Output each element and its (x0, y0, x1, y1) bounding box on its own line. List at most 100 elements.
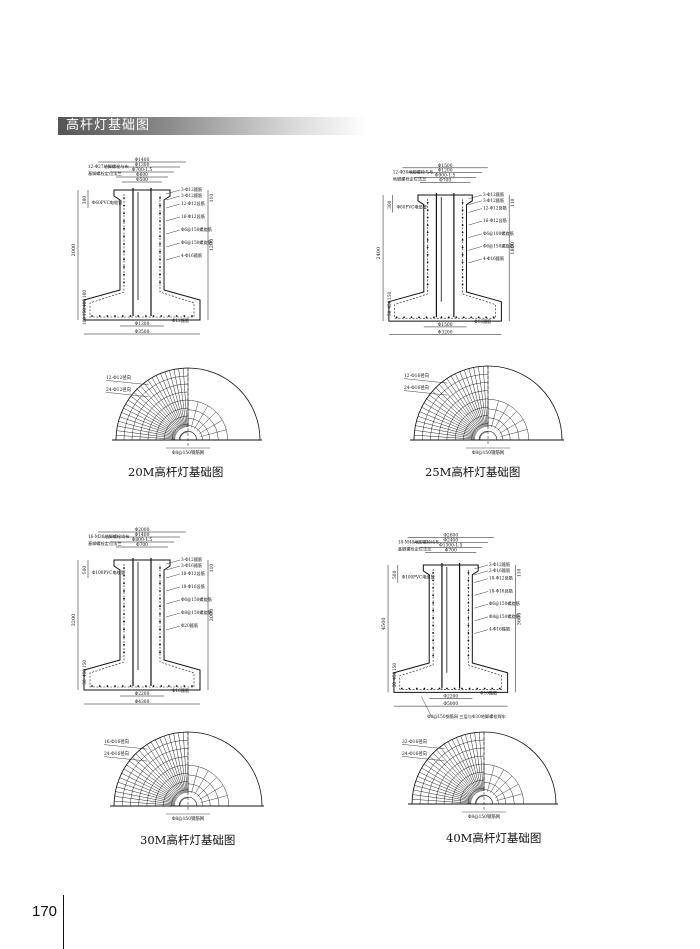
rebar-dot (123, 250, 125, 253)
rebar-dot (106, 315, 109, 317)
dim-left-label: 450 (392, 671, 397, 679)
rebar-label: 3-Φ12箍筋 (181, 556, 202, 563)
rebar-dot (433, 316, 435, 319)
plan-bottom-label: Φ8@150钢筋网 (472, 449, 505, 456)
rebar-dot (175, 685, 178, 687)
rebar-dot (426, 239, 429, 241)
rebar-cage (394, 198, 496, 319)
rebar-dot (467, 601, 470, 604)
leader-line (165, 216, 181, 222)
rebar-label: 18-Φ16竖筋 (181, 583, 205, 590)
dim-left-label: 500 (393, 570, 398, 579)
mesh-radial (114, 800, 175, 806)
rebar-dot (159, 582, 161, 585)
rebar-label: 18-Φ12竖筋 (489, 575, 513, 582)
leader-line (103, 756, 148, 762)
mesh-radial (414, 434, 475, 440)
rebar-dot (426, 268, 429, 271)
leader-line (468, 246, 483, 251)
mesh-radial (169, 370, 185, 428)
dim-right-main: 3600 (516, 613, 522, 626)
mesh-ring (179, 797, 189, 807)
leader-line (421, 696, 432, 717)
dim-left-main: 2400 (376, 247, 382, 260)
rebar-dot (159, 605, 161, 608)
dim-left-label: 500 (83, 566, 88, 575)
mesh-radial (417, 416, 476, 436)
plan-label: 12-Φ12径向 (106, 374, 131, 381)
foundation-outline (83, 559, 201, 691)
mesh-radial (130, 395, 178, 433)
mesh-radial (468, 368, 485, 428)
rebar-dot (461, 246, 464, 249)
leader-line (468, 208, 483, 213)
rebar-label: 3-Φ12箍筋 (181, 186, 202, 193)
rebar-dot (160, 315, 163, 317)
leader-line (165, 612, 181, 618)
leader-line (403, 378, 448, 384)
rebar-dot (461, 261, 464, 264)
conduit-label: Φ100PVC电缆管 (402, 574, 435, 581)
rebar-dot (467, 579, 470, 582)
leader-line (468, 233, 483, 238)
rebar-label: Φ8@150螺旋筋 (489, 613, 520, 620)
dim-top-label: Φ700-1.5 (132, 168, 153, 173)
mesh-radial (142, 747, 181, 796)
conduit-label: Φ100PVC电缆管 (92, 569, 125, 576)
mesh-radial (459, 371, 484, 428)
rebar-label: 12-Φ12竖筋 (483, 205, 507, 212)
elevation-20m: Φ1400Φ1300Φ700-1.5Φ600Φ50020003001004001… (71, 158, 215, 335)
rebar-dot (432, 617, 435, 619)
leader-line (105, 380, 149, 385)
leader-line (468, 220, 483, 226)
mesh-radial (147, 380, 181, 430)
rebar-dot (415, 687, 418, 690)
rebar-dot (123, 212, 125, 215)
rebar-dot (91, 315, 93, 317)
plan-radial (494, 404, 509, 429)
rebar-dot (114, 685, 116, 687)
mesh-radial (450, 375, 482, 429)
mesh-radial (415, 425, 475, 438)
mesh-radial (129, 760, 178, 799)
rebar-cage (89, 194, 195, 318)
rebar-dot (159, 613, 161, 615)
rebar-dot (498, 687, 501, 690)
rebar-dot (467, 624, 470, 627)
mesh-radial (168, 734, 185, 794)
rebar-dot (159, 250, 161, 253)
mesh-radial (412, 794, 472, 803)
plan-radial (490, 769, 504, 793)
dim-bottom-label: Φ4300 (135, 700, 150, 705)
elevation-25m: Φ1500Φ1200Φ900-1.5Φ700240030015045050110… (376, 164, 516, 336)
rebar-dot (446, 687, 448, 690)
plan-label: 32-Φ16径向 (402, 738, 427, 745)
rebar-label: Φ6@150螺旋筋 (181, 226, 212, 233)
anchor-label: 12-Φ27地脚螺栓与布 (88, 163, 129, 170)
rebar-label: 4-Φ16箍筋 (483, 255, 504, 262)
mesh-radial (173, 733, 186, 793)
mesh-radial (429, 394, 478, 433)
mesh-radial (160, 373, 184, 429)
extra-note: Φ8@150钢筋网 三层与Φ30地脚螺栓焊牢 (427, 713, 506, 720)
mesh-radial (443, 744, 477, 794)
dim-left-label: 300 (83, 196, 88, 205)
mesh-radial (139, 750, 180, 797)
rebar-dot (137, 685, 140, 687)
rebar-label: 3-Φ12箍筋 (181, 192, 202, 199)
rebar-dot (123, 227, 125, 230)
rebar-dot (123, 574, 125, 577)
rebar-dot (432, 609, 435, 612)
mesh-radial (413, 789, 472, 802)
mesh-radial (173, 369, 186, 428)
dim-top-label: Φ800-1.5 (132, 538, 153, 543)
mesh-radial (140, 385, 180, 431)
plan-label: 16-Φ16径向 (104, 738, 129, 745)
rebar-label: 16-Φ12竖筋 (181, 213, 205, 220)
rebar-dot (159, 243, 161, 245)
rebar-dot (461, 209, 464, 212)
rebar-dot (426, 231, 429, 234)
dim-left-label: 100 (82, 290, 87, 298)
leader-line (165, 229, 181, 235)
dim-bottom-label: Φ5000 (443, 702, 458, 707)
